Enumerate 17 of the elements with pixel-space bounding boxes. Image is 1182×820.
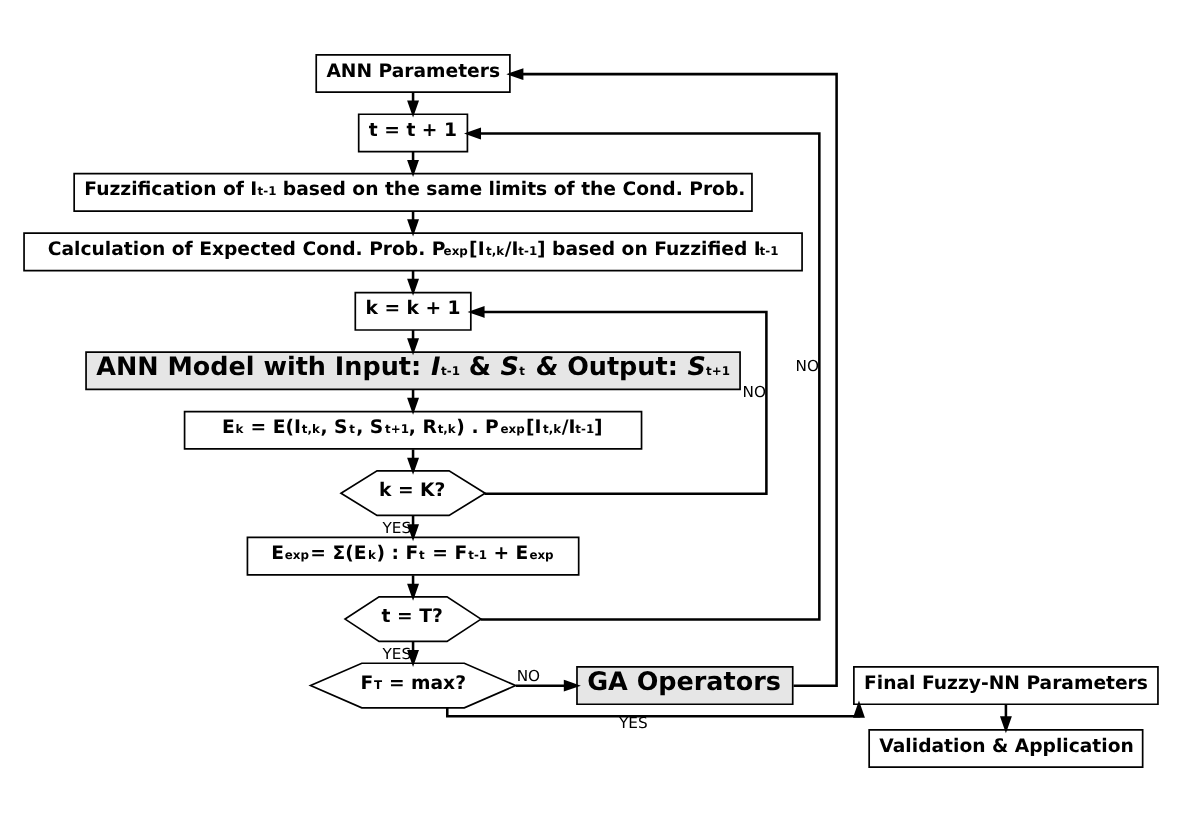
arrow: [464, 126, 821, 620]
edge-label: NO: [795, 356, 819, 375]
node-box: t = t + 1: [357, 112, 469, 152]
arrow: [506, 67, 838, 686]
edge-label: NO: [742, 382, 767, 401]
node-box: Validation & Application: [868, 728, 1144, 768]
edge-label: NO: [516, 665, 541, 684]
arrow: [515, 678, 581, 691]
node-box: Final Fuzzy-NN Parameters: [853, 665, 1159, 705]
edge-label: YES: [382, 643, 412, 662]
edge-label: YES: [618, 713, 648, 732]
arrow: [467, 305, 768, 494]
node-box: GA Operators: [576, 665, 794, 705]
node-box: ANN Parameters: [315, 52, 511, 92]
edge-label: YES: [382, 517, 412, 536]
arrow: [446, 699, 865, 717]
node-box: k = k + 1: [354, 290, 472, 330]
